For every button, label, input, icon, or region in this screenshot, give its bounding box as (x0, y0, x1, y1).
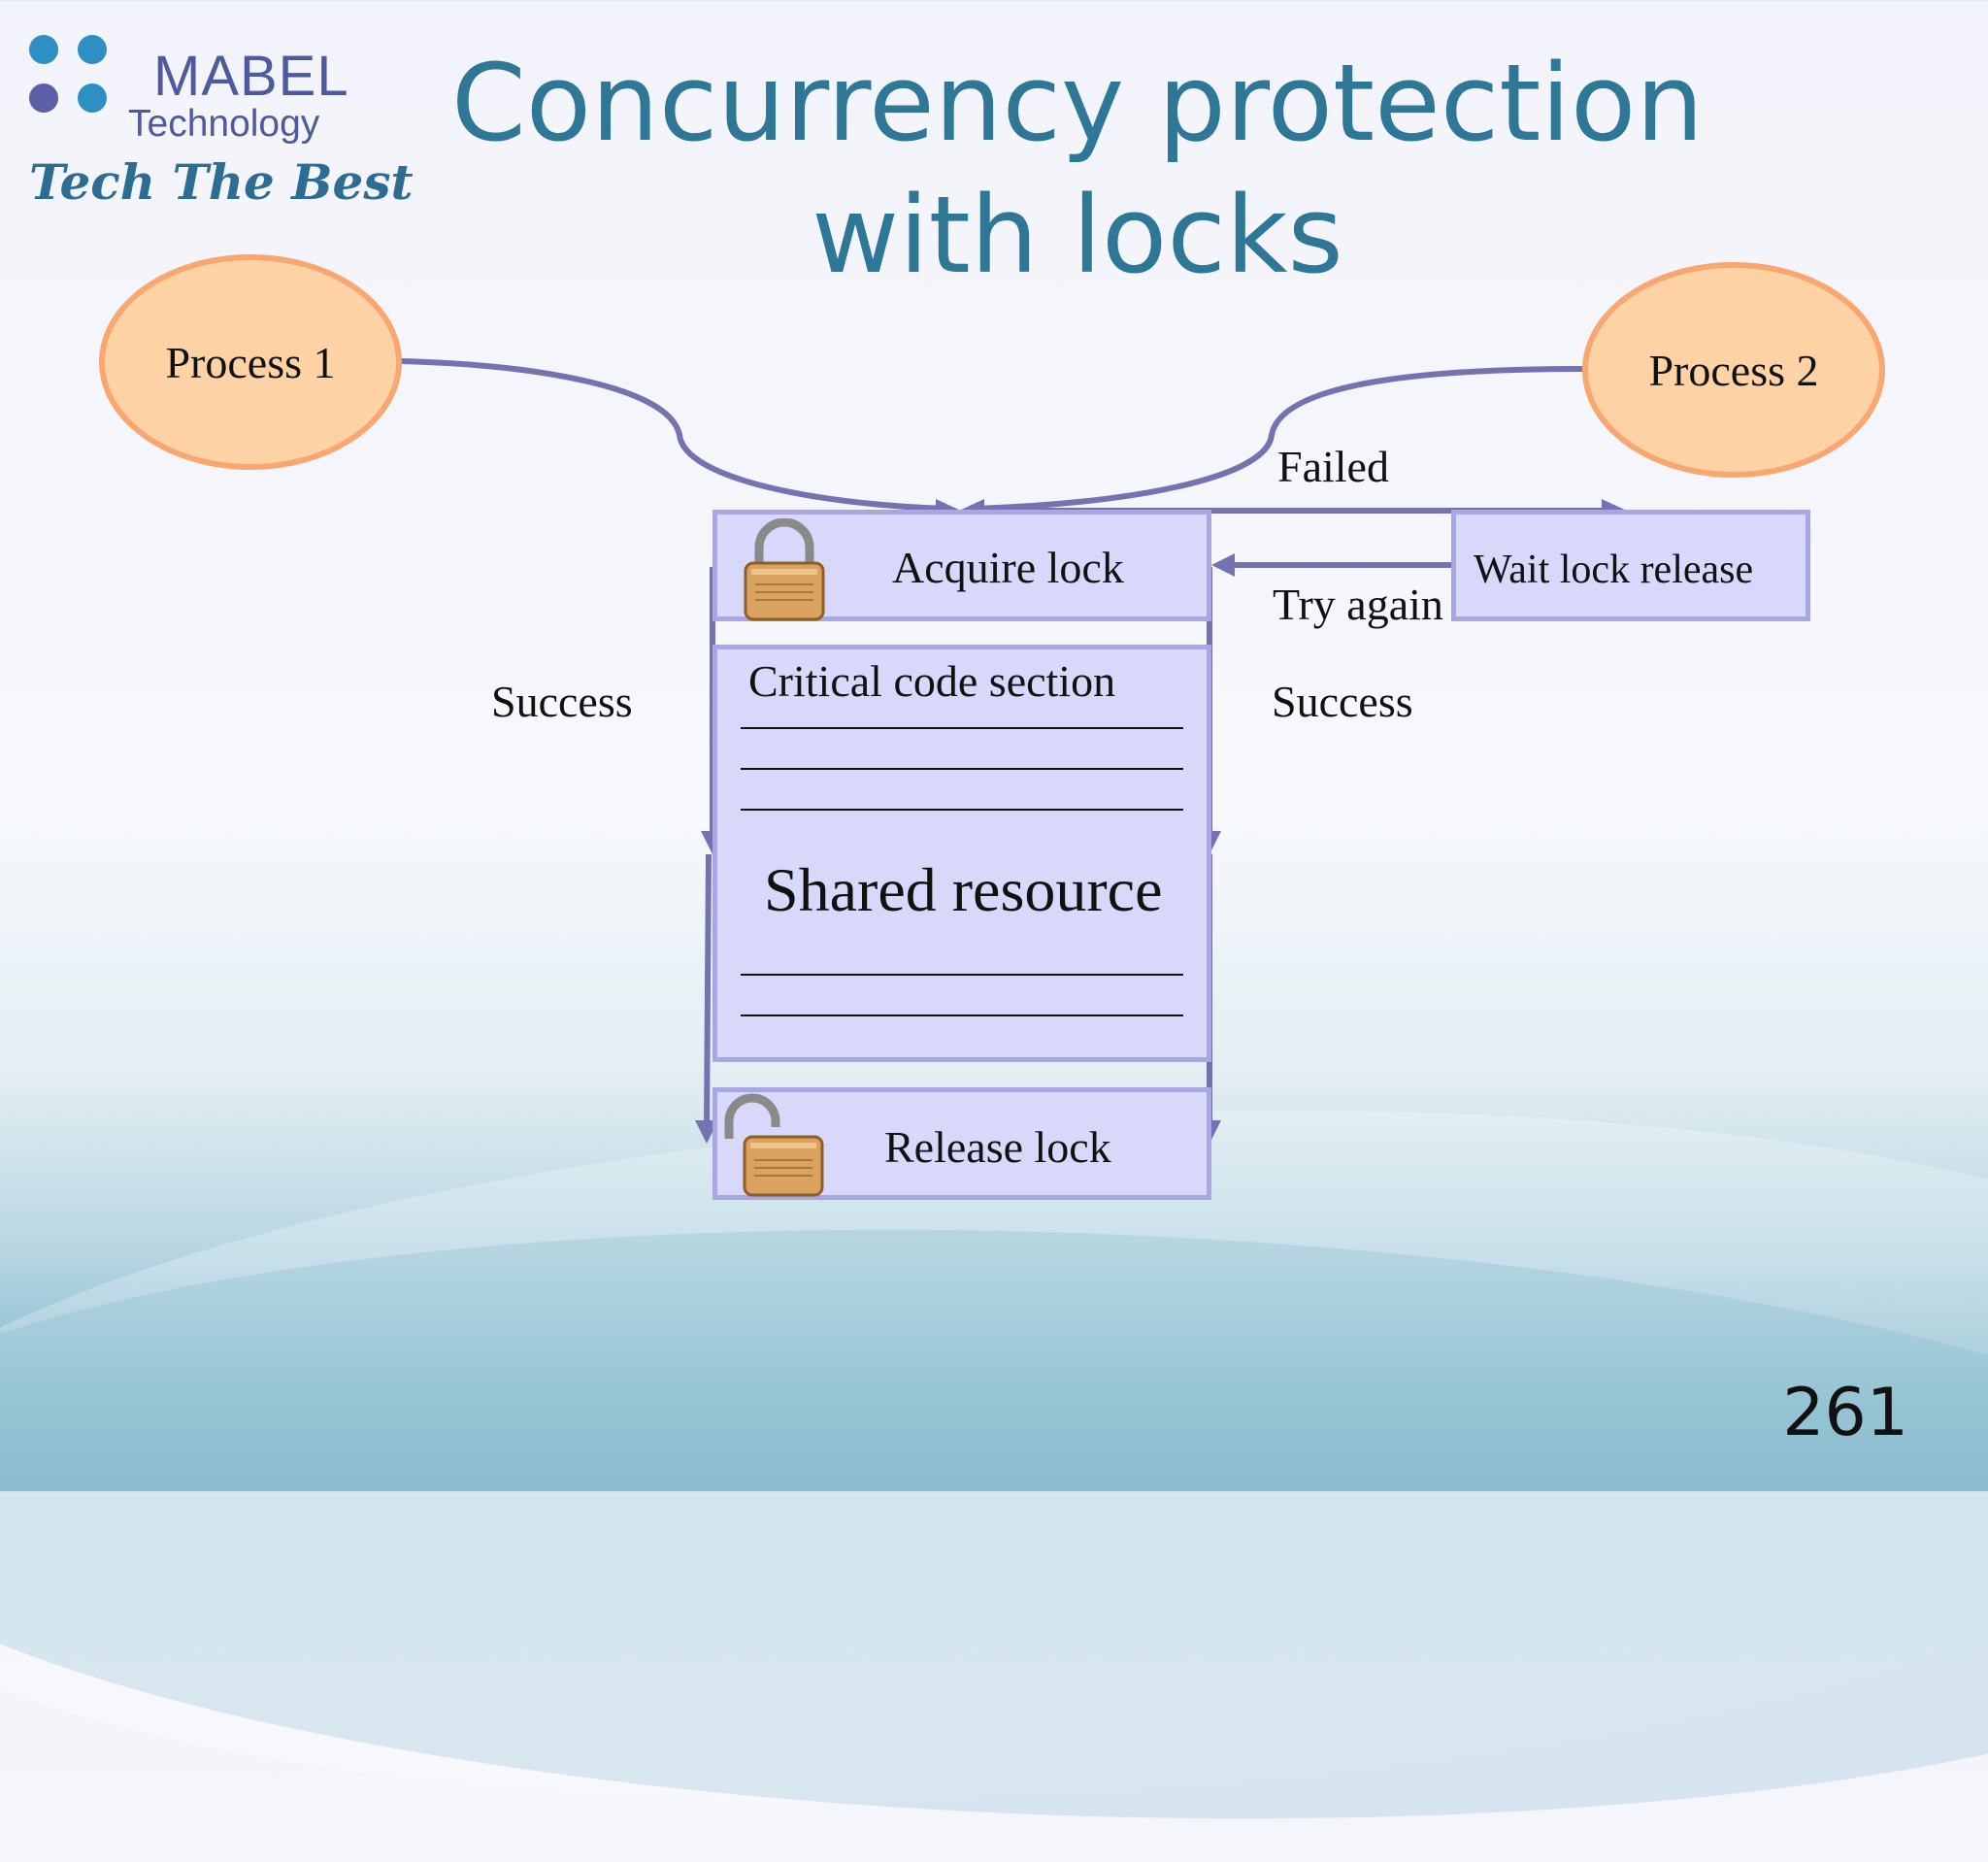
process-2-node: Process 2 (1582, 262, 1885, 478)
page-number: 261 (1782, 1375, 1908, 1451)
locked-padlock-icon (744, 518, 825, 621)
process2-connector (970, 366, 1583, 512)
logo-dot (29, 83, 58, 113)
success-right-label: Success (1272, 677, 1413, 726)
wait-lock-release-box: Wait lock release (1451, 510, 1810, 621)
critical-section-box: Critical code section Shared resource (712, 645, 1211, 1062)
unlocked-padlock-icon (724, 1093, 824, 1197)
wait-lock-release-label: Wait lock release (1474, 548, 1754, 592)
success-left-label: Success (491, 677, 633, 726)
code-line (741, 1014, 1183, 1016)
shared-resource-label: Shared resource (764, 855, 1163, 924)
logo-subtitle: Technology (128, 103, 320, 145)
critical-section-label: Critical code section (748, 656, 1116, 706)
acquire-lock-label: Acquire lock (892, 543, 1124, 592)
code-line (741, 974, 1183, 976)
code-line (741, 768, 1183, 770)
release-lock-box: Release lock (712, 1087, 1211, 1200)
company-logo: MABEL Technology Tech The Best (29, 27, 414, 207)
arrowhead (1211, 553, 1235, 577)
acquire-lock-box: Acquire lock (712, 510, 1211, 621)
slide-title: Concurrency protection with locks (451, 41, 1704, 297)
try-again-label: Try again (1273, 580, 1443, 629)
logo-dot (78, 83, 107, 113)
logo-name: MABEL (153, 45, 349, 108)
process1-connector (399, 358, 947, 512)
logo-dot (78, 35, 107, 64)
code-line (741, 727, 1183, 729)
logo-tagline: Tech The Best (29, 153, 414, 211)
code-line (741, 809, 1183, 811)
process-2-label: Process 2 (1648, 345, 1819, 395)
release-lock-label: Release lock (884, 1122, 1111, 1172)
failed-label: Failed (1277, 442, 1389, 491)
process-1-label: Process 1 (165, 337, 336, 387)
success-left-connector-2 (704, 853, 712, 1127)
logo-dot (29, 35, 58, 64)
process-1-node: Process 1 (99, 254, 402, 470)
